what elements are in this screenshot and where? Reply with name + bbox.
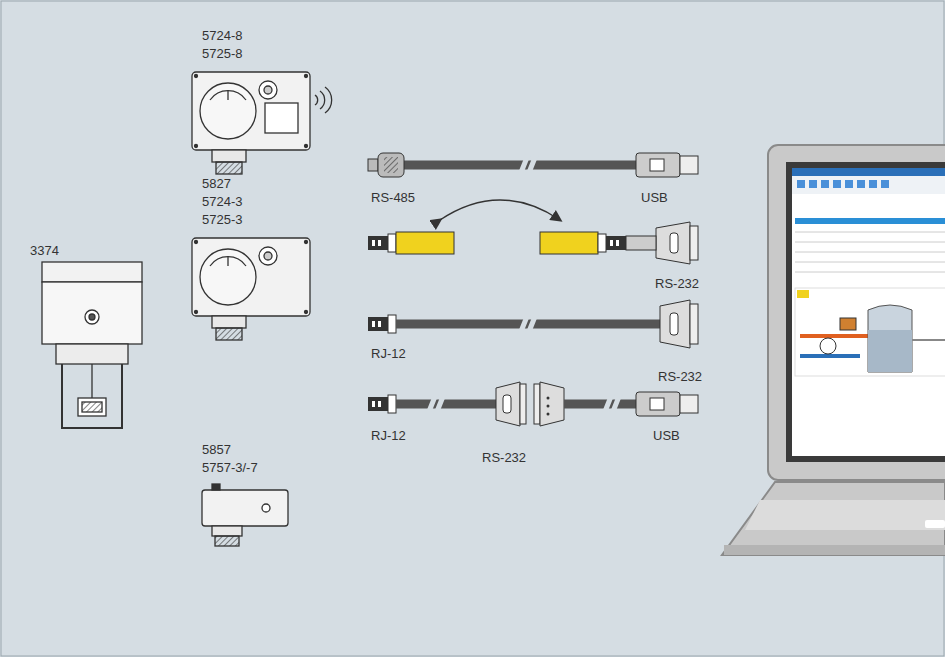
- actuator-rj12: [192, 238, 310, 340]
- device-number: 3374: [30, 243, 59, 259]
- port-label: USB: [641, 190, 668, 206]
- device-number: 5724-3: [202, 194, 242, 210]
- port-label: USB: [653, 428, 680, 444]
- port-label: RS-232: [482, 450, 526, 466]
- adapter-rj12-rs232: [368, 200, 698, 264]
- actuator-wireless: [192, 72, 332, 174]
- port-label: RS-232: [655, 276, 699, 292]
- port-label: RJ-12: [371, 346, 406, 362]
- device-number: 5725-8: [202, 46, 242, 62]
- port-label: RS-232: [658, 369, 702, 385]
- device-number: 5757-3/-7: [202, 460, 258, 476]
- actuator-3374: [42, 262, 142, 428]
- cable-rj12-rs232-usb: [368, 382, 698, 426]
- port-label: RJ-12: [371, 428, 406, 444]
- device-number: 5724-8: [202, 28, 242, 44]
- cable-rs485-usb: [368, 153, 698, 177]
- device-number: 5857: [202, 442, 231, 458]
- port-label: RS-485: [371, 190, 415, 206]
- device-number: 5725-3: [202, 212, 242, 228]
- cable-rj12-rs232: [368, 300, 698, 348]
- laptop: [722, 145, 945, 555]
- device-number: 5827: [202, 176, 231, 192]
- actuator-5857: [202, 484, 288, 546]
